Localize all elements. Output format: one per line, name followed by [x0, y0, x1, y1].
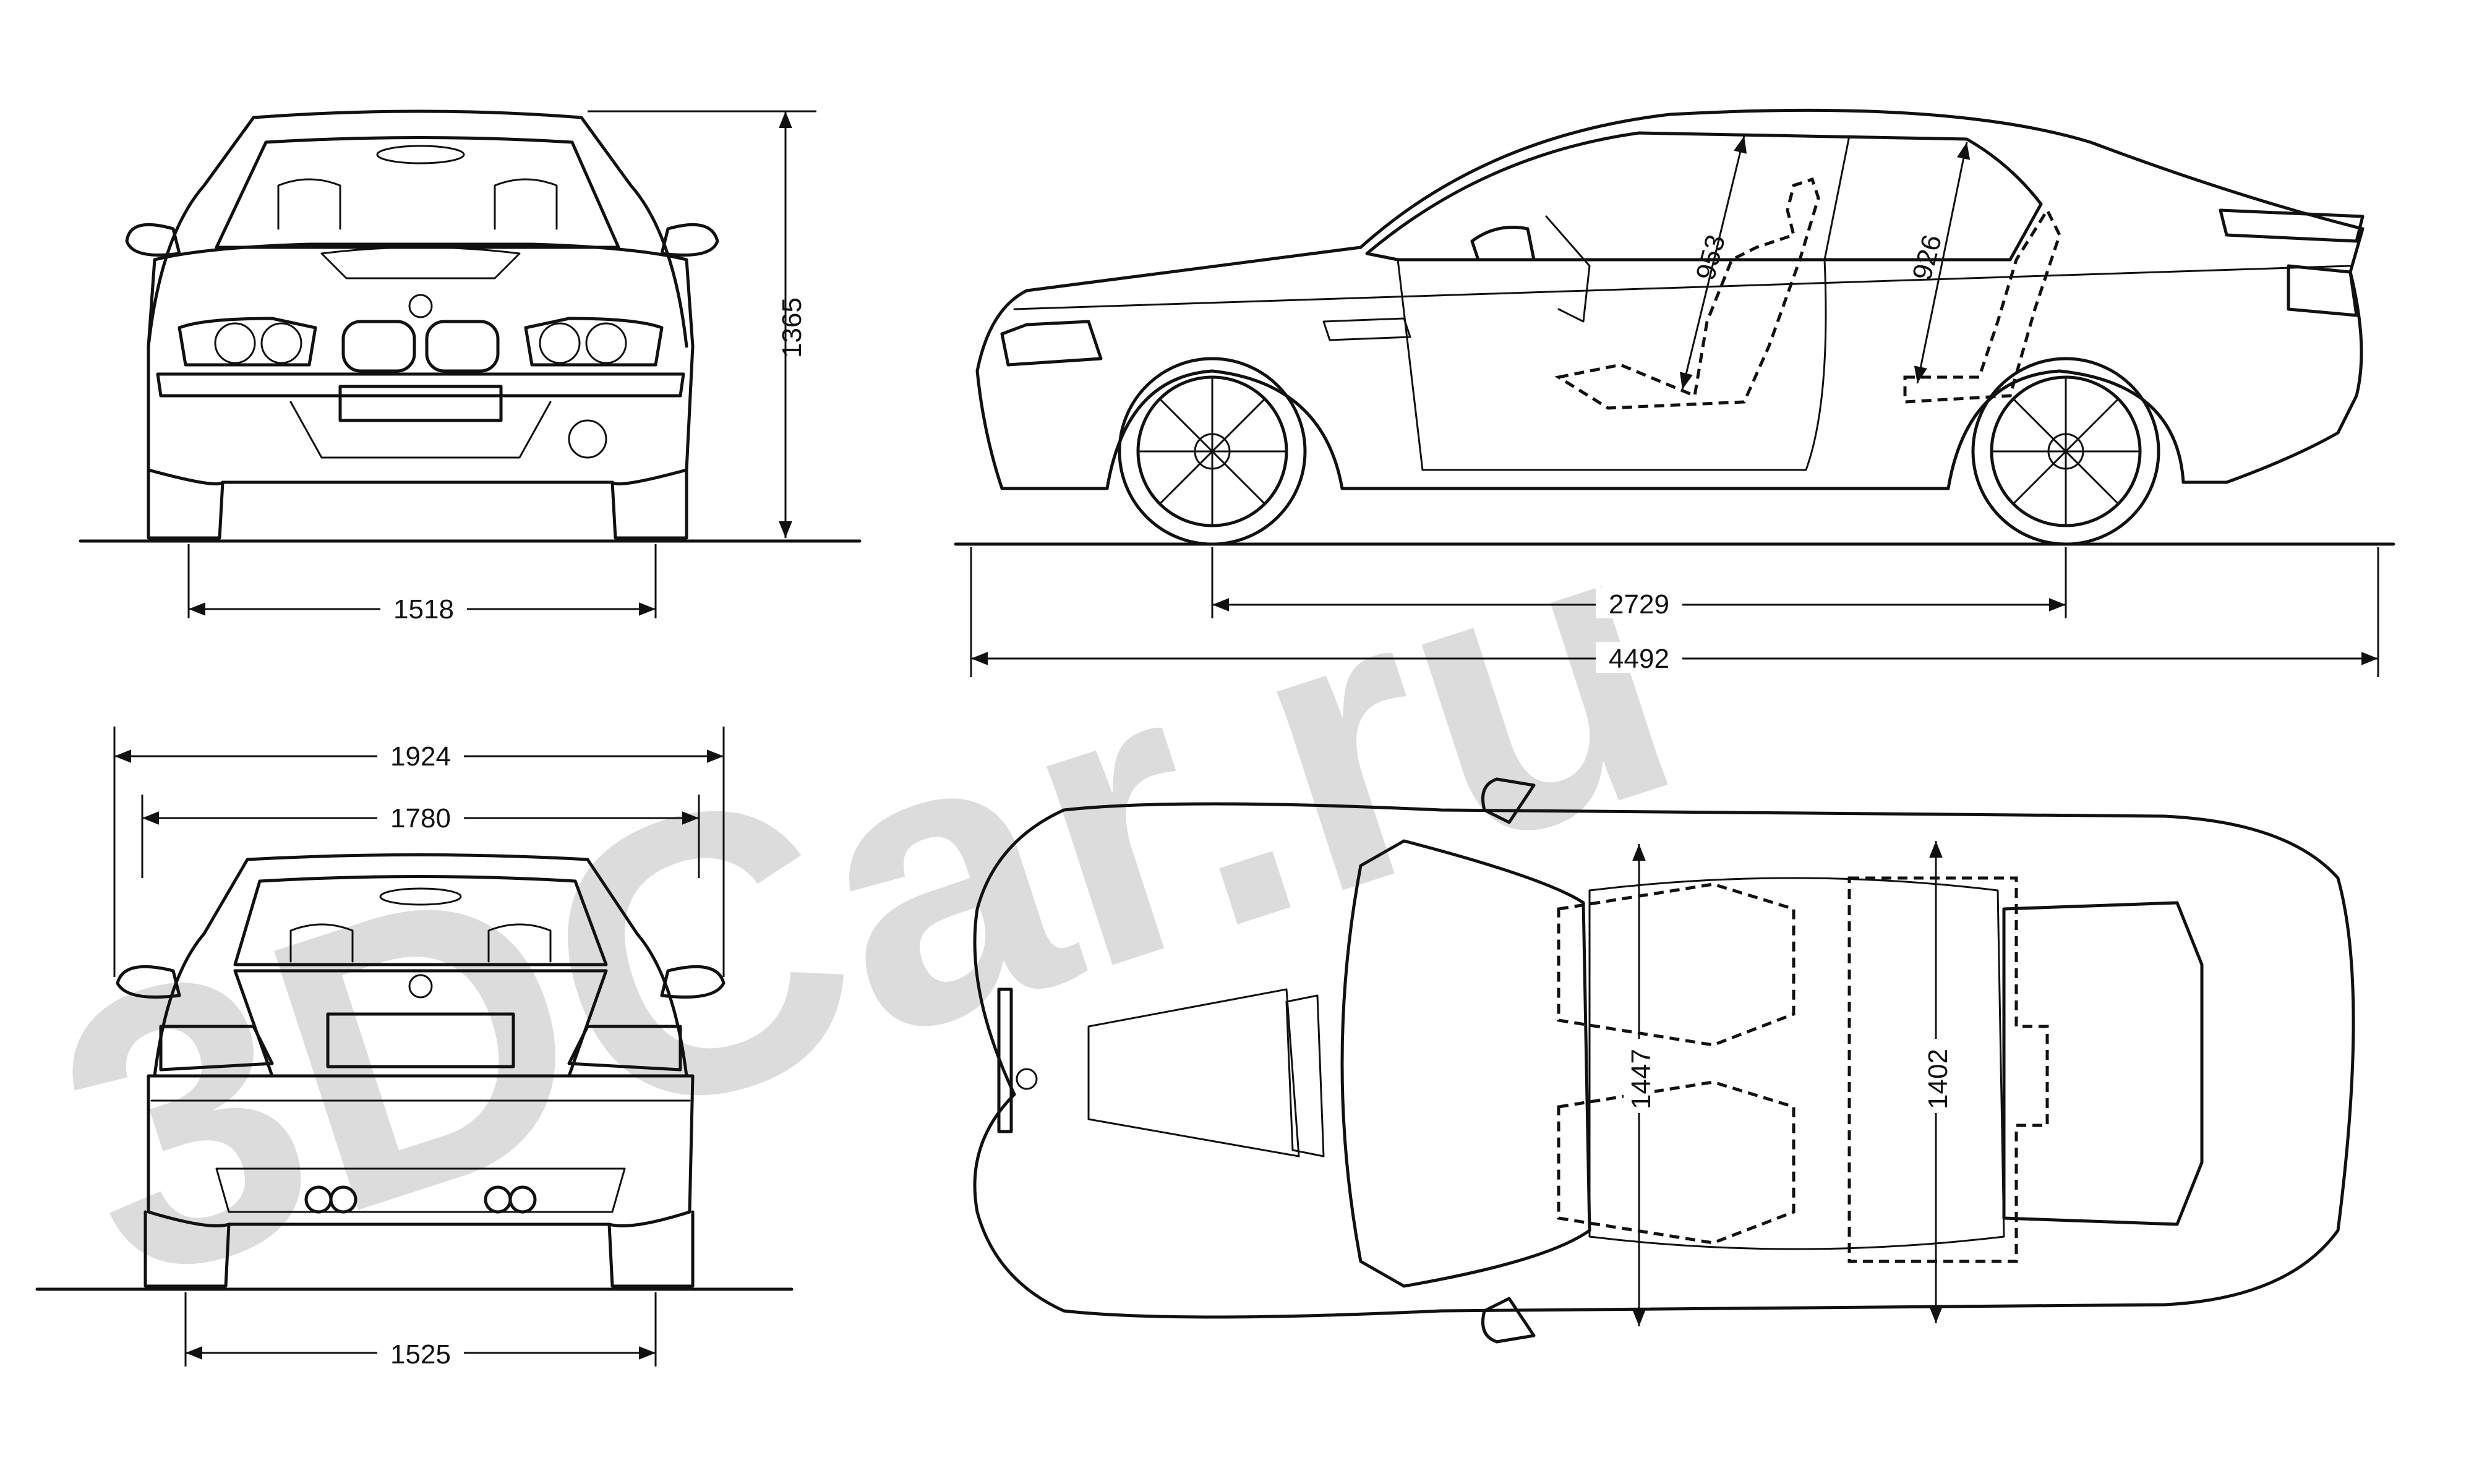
side-taillight — [2287, 264, 2358, 317]
front-right-tyre — [610, 468, 688, 540]
width-mirrors-label: 1924 — [390, 741, 451, 772]
rear-right-tyre — [607, 1210, 695, 1288]
top-mirror-lower — [1481, 1297, 1536, 1344]
front-shoulder-label-bg — [1624, 1039, 1654, 1113]
front-headroom-label: 953 — [1690, 231, 1731, 283]
rear-bmw-logo — [408, 974, 433, 999]
rear-shoulder-label: 1402 — [1923, 1049, 1953, 1109]
front-windshield — [215, 136, 620, 249]
rear-mirror-right — [660, 965, 726, 999]
wheelbase-label-bg — [1596, 587, 1682, 618]
front-headlight-left-lamp-2 — [260, 322, 302, 364]
length-label-bg — [1596, 642, 1682, 673]
rear-number-plate — [326, 1012, 515, 1068]
front-fog-lamp-right — [568, 419, 607, 459]
front-roofline — [252, 109, 688, 348]
rear-track-label-bg — [377, 1337, 464, 1368]
front-headlight-right-lamp-1 — [585, 322, 627, 364]
front-track-label: 1518 — [393, 594, 454, 625]
front-body — [147, 242, 695, 485]
top-rear-bench — [1847, 876, 2049, 1263]
front-headlight-right-lamp-2 — [539, 322, 581, 364]
side-body-outline — [975, 108, 2365, 490]
rear-shoulder-label-bg — [1920, 1039, 1951, 1113]
side-front-wheel — [1118, 357, 1307, 546]
rear-left-tyre — [143, 1210, 231, 1288]
watermark-text: 3DCar.ru — [13, 436, 1719, 1366]
front-headroom-line — [1679, 135, 1747, 390]
top-windshield — [1340, 839, 1591, 1288]
rear-diffuser — [215, 1167, 626, 1213]
top-view: 1447 1402 — [973, 777, 2355, 1344]
front-seat-left — [277, 178, 341, 230]
rear-headrest-left — [289, 923, 354, 963]
front-mirror-left — [125, 223, 181, 257]
front-number-plate — [338, 385, 503, 422]
side-roof-window — [1365, 131, 2043, 262]
top-roof — [1588, 877, 2005, 1250]
front-headlight-right — [524, 317, 664, 367]
rear-body — [147, 1074, 695, 1227]
width-mirrors-label-bg — [377, 740, 464, 770]
side-front-spokes — [1137, 376, 1288, 527]
rear-window — [233, 875, 608, 966]
front-hood-bulge — [320, 246, 521, 279]
front-grille-right — [425, 320, 500, 373]
top-rear-window — [2002, 901, 2204, 1226]
front-headlight-left-lamp-1 — [214, 322, 256, 364]
front-mirror-right — [660, 223, 719, 257]
side-wing-mirror — [1470, 226, 1536, 262]
front-seat-right — [494, 178, 558, 230]
front-bumper — [156, 372, 685, 398]
front-headlight-left — [178, 317, 317, 367]
side-belt-line — [1013, 265, 2352, 310]
top-hood-bulge — [1087, 988, 1300, 1158]
rear-mirror-left — [116, 965, 181, 999]
side-b-pillar — [1823, 135, 1851, 261]
front-air-intake — [289, 401, 552, 459]
height-label: 1365 — [777, 297, 807, 358]
rear-taillight-left — [159, 1025, 274, 1072]
width-body-label: 1780 — [390, 803, 451, 834]
front-left-tyre — [147, 468, 225, 540]
rear-exhaust-right-2 — [508, 1185, 537, 1214]
width-body-label-bg — [377, 801, 464, 832]
side-rear-wheel — [1971, 357, 2160, 546]
top-front-grille — [997, 987, 1013, 1133]
side-door-outline — [1397, 258, 1827, 471]
top-hood-vent — [1285, 994, 1325, 1158]
side-rear-spokes — [1990, 376, 2141, 527]
front-track-label-bg — [380, 594, 467, 625]
side-fender-vent — [1322, 317, 1411, 341]
rear-track-label: 1525 — [390, 1339, 451, 1370]
wheelbase-label: 2729 — [1609, 589, 1669, 620]
rear-roofline — [153, 853, 688, 1078]
rear-view: 1924 1780 15 — [35, 727, 794, 1370]
top-mirror-upper — [1481, 777, 1536, 824]
top-bmw-logo — [1016, 1068, 1038, 1090]
rear-headrest-right — [487, 923, 552, 963]
top-front-seat-left — [1557, 882, 1796, 1047]
front-mirror-interior — [376, 145, 465, 164]
side-rear-seat — [1903, 207, 2061, 404]
side-rear-spoiler — [2219, 208, 2365, 243]
front-bmw-logo — [408, 294, 433, 318]
watermark: 3DCar.ru — [13, 436, 1719, 1366]
rear-exhaust-left-2 — [329, 1185, 357, 1214]
rear-taillight-right — [567, 1025, 682, 1072]
rear-headroom-label: 926 — [1907, 231, 1948, 283]
front-shoulder-label: 1447 — [1626, 1049, 1656, 1109]
side-headlight — [1000, 320, 1103, 367]
front-grille-left — [341, 320, 416, 373]
rear-headroom-line — [1914, 142, 1971, 384]
side-steering-wheel — [1545, 215, 1591, 323]
front-view: 1365 1518 — [79, 109, 862, 625]
length-label: 4492 — [1609, 644, 1669, 674]
top-front-seat-right — [1557, 1080, 1796, 1245]
top-body-outline — [973, 802, 2355, 1319]
front-roofline-left — [147, 116, 255, 348]
side-front-seat — [1554, 177, 1820, 410]
rear-third-brake-light — [379, 887, 462, 906]
